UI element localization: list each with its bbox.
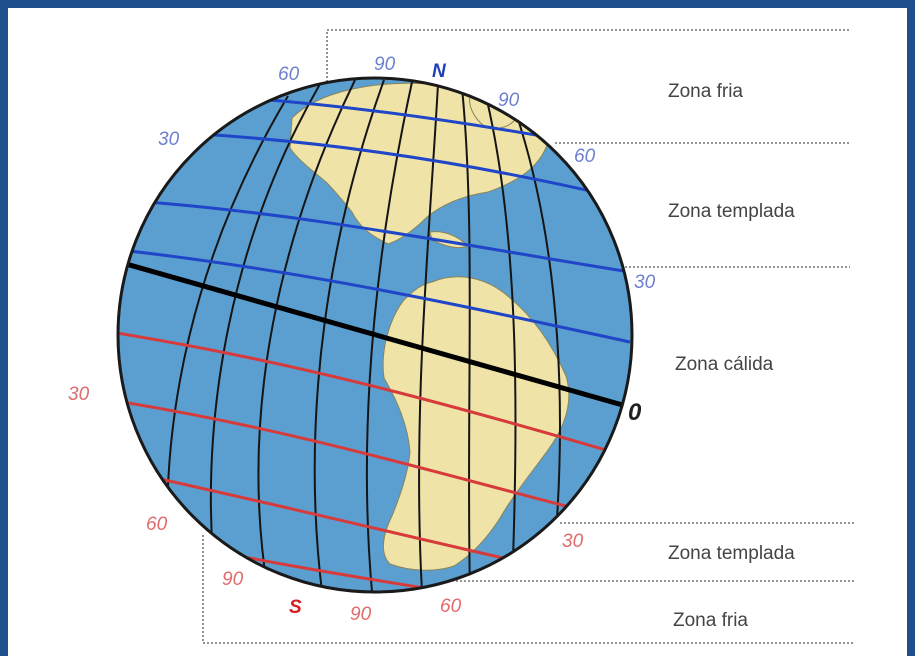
north-degree-label: 60 xyxy=(278,64,300,85)
south-degree-label: 60 xyxy=(146,514,168,535)
south-degree-label: 90 xyxy=(350,604,372,625)
north-degree-label: 90 xyxy=(374,54,396,75)
globe xyxy=(116,76,634,594)
equator-line xyxy=(125,261,627,409)
north-degree-label: 60 xyxy=(574,146,596,167)
equator-label: 0 xyxy=(628,399,642,426)
north-degree-label: 30 xyxy=(634,272,656,293)
zone-boundaries xyxy=(202,29,855,644)
meridians xyxy=(166,79,561,592)
zone-label-north-frigid: Zona fria xyxy=(668,81,743,102)
north-degree-label: 90 xyxy=(498,90,520,111)
zone-label-torrid: Zona cálida xyxy=(675,354,774,375)
north-pole-label: N xyxy=(432,61,447,82)
south-degree-label: 60 xyxy=(440,596,462,617)
south-pole-label: S xyxy=(289,597,302,618)
north-degree-label: 30 xyxy=(158,129,180,150)
bottom-boundary-line xyxy=(202,535,855,644)
north-degree-labels: 60 90 90 30 60 30 xyxy=(158,54,656,293)
globe-outline xyxy=(116,76,634,594)
south-degree-label: 30 xyxy=(68,384,90,405)
south-degree-labels: 30 60 90 90 60 30 xyxy=(68,384,584,625)
zone-label-south-temperate: Zona templada xyxy=(668,543,795,564)
zone-label-south-frigid: Zona fria xyxy=(673,610,748,631)
zone-label-north-temperate: Zona templada xyxy=(668,201,795,222)
top-boundary-line xyxy=(326,29,850,82)
south-degree-label: 90 xyxy=(222,569,244,590)
south-degree-label: 30 xyxy=(562,531,584,552)
